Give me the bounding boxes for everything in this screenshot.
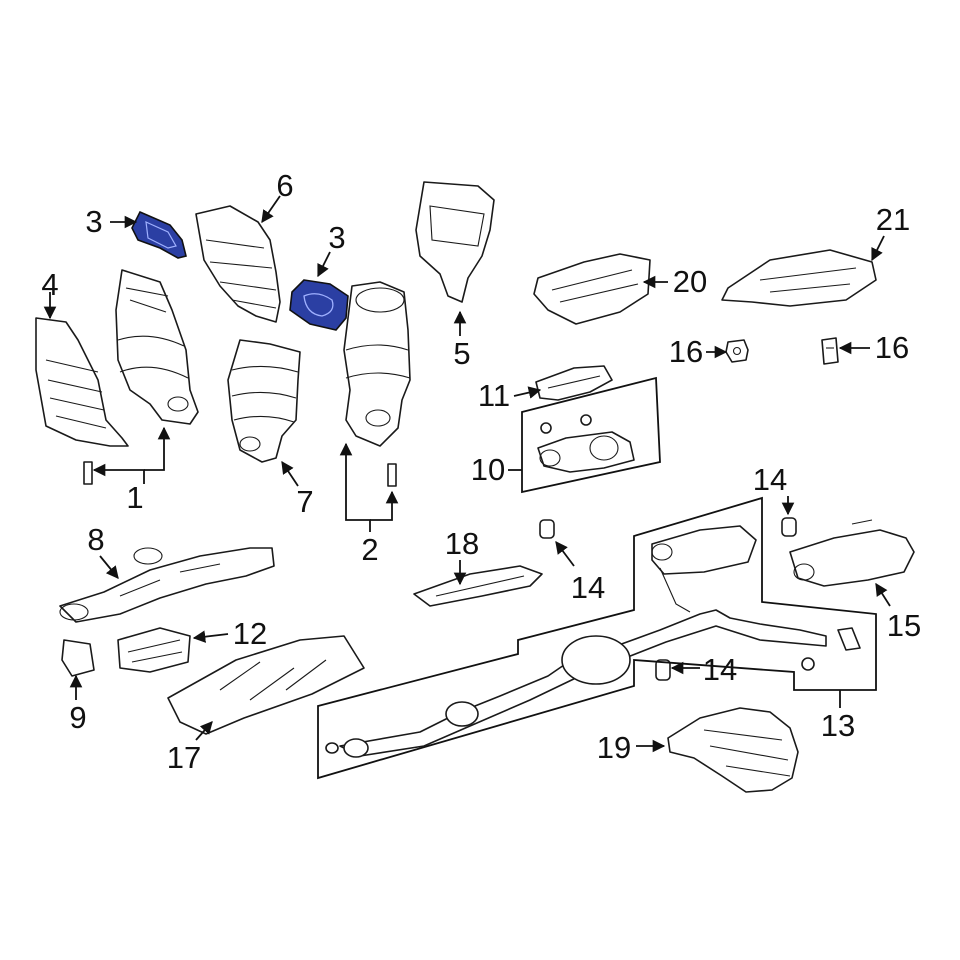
heat-shield-20[interactable] [533, 253, 651, 325]
hanger-16-right[interactable] [821, 337, 839, 365]
hanger-14-b[interactable] [781, 517, 797, 537]
heat-shield-4[interactable] [35, 317, 129, 447]
heat-shield-11[interactable] [535, 365, 613, 401]
callout-14-a: 14 [571, 570, 605, 605]
hanger-14-a[interactable] [539, 519, 555, 539]
gasket-3-right[interactable] [289, 279, 349, 331]
callout-15: 15 [887, 608, 921, 643]
heat-shield-5[interactable] [415, 181, 495, 303]
heat-shield-12[interactable] [117, 627, 191, 673]
callout-16-left: 16 [669, 334, 703, 369]
catalytic-converter-1[interactable] [115, 269, 199, 425]
converter-10-group[interactable] [521, 376, 661, 494]
callout-20: 20 [673, 264, 707, 299]
callout-1: 1 [126, 480, 143, 515]
heat-shield-19[interactable] [667, 707, 799, 793]
callout-3-left: 3 [85, 204, 102, 239]
callout-16-right: 16 [875, 330, 909, 365]
callout-7: 7 [296, 484, 313, 519]
callout-9: 9 [69, 700, 86, 735]
gasket-3-left[interactable] [131, 210, 187, 259]
catalytic-converter-2[interactable] [343, 281, 411, 447]
stud-2[interactable] [387, 463, 397, 487]
callout-14-c: 14 [703, 652, 737, 687]
callout-21: 21 [876, 202, 910, 237]
heat-shield-6[interactable] [195, 205, 281, 323]
callout-4: 4 [41, 267, 58, 302]
heat-shield-18[interactable] [413, 565, 543, 607]
callout-6: 6 [276, 168, 293, 203]
muffler-15[interactable] [789, 519, 915, 587]
stud-1[interactable] [83, 461, 93, 485]
exhaust-system-13[interactable] [317, 496, 877, 780]
catalytic-converter-7[interactable] [227, 339, 301, 463]
callout-11: 11 [478, 378, 510, 413]
heat-shield-21[interactable] [721, 249, 877, 307]
callout-labels: 1 2 3 3 4 5 6 7 8 9 10 11 12 13 14 14 14… [41, 168, 921, 775]
callout-18: 18 [445, 526, 479, 561]
callout-3-right: 3 [328, 220, 345, 255]
leader-lines [43, 195, 891, 753]
front-pipe-8[interactable] [59, 547, 275, 623]
hanger-14-c[interactable] [655, 659, 671, 681]
callout-2: 2 [361, 532, 378, 567]
callout-10: 10 [471, 452, 505, 487]
callout-13: 13 [821, 708, 855, 743]
callout-12: 12 [233, 616, 267, 651]
hanger-9[interactable] [61, 639, 95, 677]
callout-5: 5 [453, 336, 470, 371]
callout-8: 8 [87, 522, 104, 557]
callout-19: 19 [597, 730, 631, 765]
callout-17: 17 [167, 740, 201, 775]
callout-14-b: 14 [753, 462, 787, 497]
heat-shield-17[interactable] [167, 635, 365, 735]
hanger-16-left[interactable] [725, 339, 749, 363]
